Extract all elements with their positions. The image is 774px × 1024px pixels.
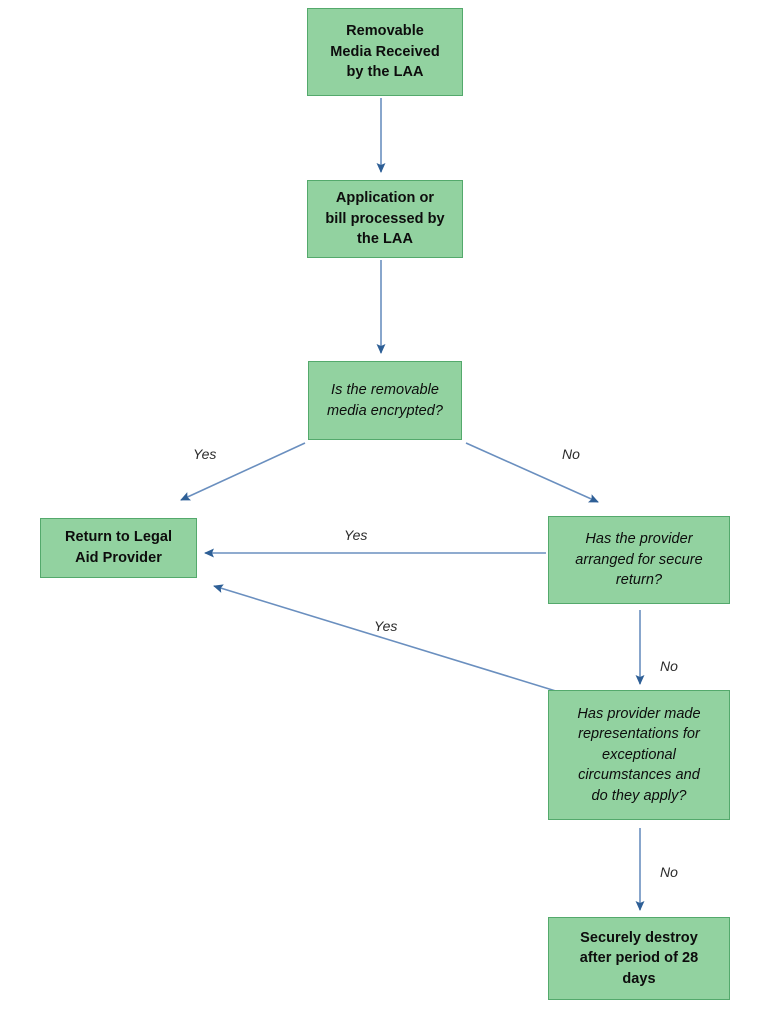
edge-encrypted-yes-to-return — [180, 442, 306, 501]
edge-label-representations-no: No — [660, 864, 678, 880]
node-has-provider-made-representations[interactable]: Has provider made representations for ex… — [548, 690, 730, 820]
node-removable-media-received[interactable]: Removable Media Received by the LAA — [307, 8, 463, 96]
node-label: Removable Media Received by the LAA — [330, 23, 440, 81]
node-label: Securely destroy after period of 28 days — [579, 929, 699, 987]
node-is-removable-media-encrypted[interactable]: Is the removable media encrypted? — [308, 361, 462, 440]
edge-label-representations-yes: Yes — [374, 618, 398, 634]
edge-label-encrypted-yes: Yes — [193, 446, 217, 462]
edges-group — [180, 98, 645, 911]
edge-label-secure-return-no: No — [660, 658, 678, 674]
node-application-or-bill-processed[interactable]: Application or bill processed by the LAA — [307, 180, 463, 258]
edge-representations-yes-to-return — [213, 584, 586, 701]
node-label: Application or bill processed by the LAA — [325, 190, 445, 248]
node-has-provider-arranged-secure-return[interactable]: Has the provider arranged for secure ret… — [548, 516, 730, 604]
edge-encrypted-no-to-secure-return — [465, 442, 599, 503]
edge-label-secure-return-yes: Yes — [344, 527, 368, 543]
node-label: Has provider made representations for ex… — [577, 705, 701, 804]
node-return-to-legal-aid-provider[interactable]: Return to Legal Aid Provider — [40, 518, 197, 578]
edge-label-encrypted-no: No — [562, 446, 580, 462]
node-label: Is the removable media encrypted? — [326, 381, 444, 419]
node-label: Return to Legal Aid Provider — [64, 529, 173, 566]
node-label: Has the provider arranged for secure ret… — [575, 531, 703, 589]
node-securely-destroy-after-28-days[interactable]: Securely destroy after period of 28 days — [548, 917, 730, 1000]
